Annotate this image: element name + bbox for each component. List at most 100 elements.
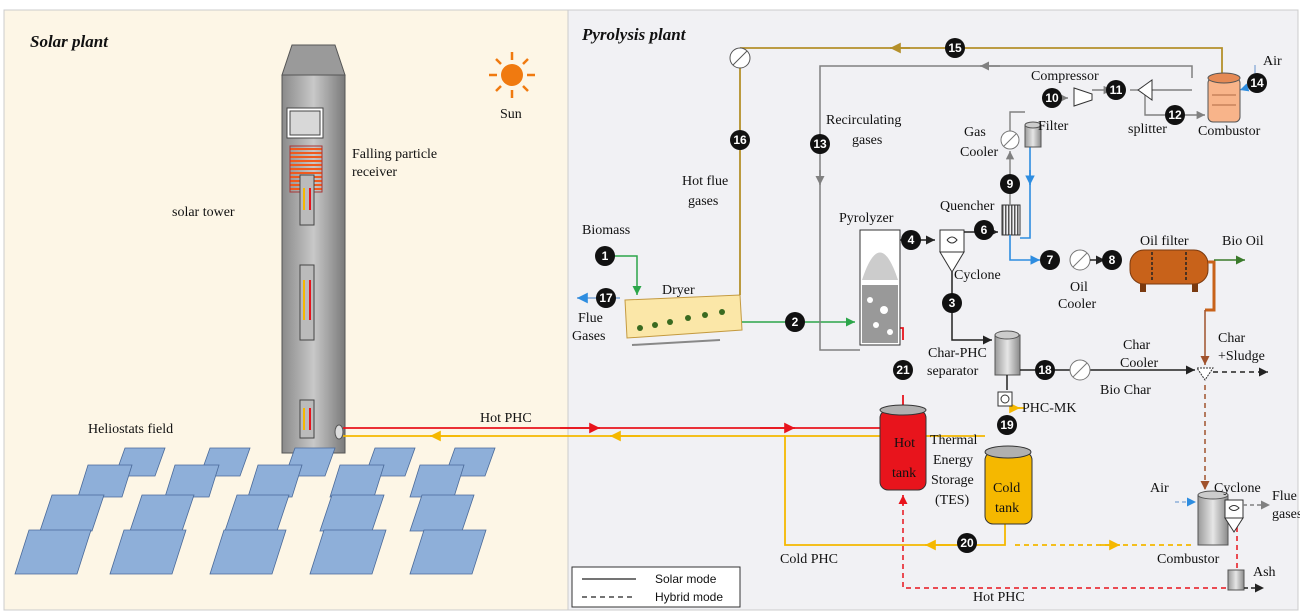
cold-tank-label-1: Cold [993, 481, 1020, 496]
stream-badge-11 [1106, 80, 1126, 100]
air-bottom-label: Air [1150, 481, 1169, 496]
stream-number-10: 10 [1045, 91, 1059, 105]
splitter-icon [1137, 79, 1153, 101]
stream-badge-8 [1102, 250, 1122, 270]
phc-mk-inner-icon [1000, 394, 1010, 404]
char-phc-separator [994, 330, 1021, 376]
stream-number-16: 16 [733, 133, 747, 147]
oil-filter-label: Oil filter [1140, 234, 1189, 249]
ash-label: Ash [1253, 565, 1276, 580]
recirculating-label-2: gases [852, 133, 882, 148]
cyclone-bottom [1224, 499, 1244, 533]
heliostats-field-label: Heliostats field [88, 422, 173, 437]
heliostat-3-0 [14, 529, 92, 575]
heliostat-3-3 [309, 529, 387, 575]
oil-cooler-label-1: Oil [1070, 280, 1088, 295]
falling-receiver-label-2: receiver [352, 165, 397, 180]
combustor-top-label: Combustor [1198, 124, 1261, 139]
heliostat-3-1 [109, 529, 187, 575]
pyrolyzer-label: Pyrolyzer [839, 211, 894, 226]
stream-number-4: 4 [908, 233, 915, 247]
heliostat-3-4 [409, 529, 487, 575]
stream-badge-4 [901, 230, 921, 250]
heliostat-1-1 [164, 464, 220, 498]
stream-badge-20 [957, 533, 977, 553]
cold-tank [984, 445, 1033, 525]
stream-number-6: 6 [981, 223, 988, 237]
char-mixer-icon [1196, 367, 1214, 381]
heliostat-3-2 [209, 529, 287, 575]
quencher [1001, 204, 1021, 236]
stream-number-8: 8 [1109, 253, 1116, 267]
heliostat-1-4 [409, 464, 465, 498]
oil-cooler-icon [1069, 249, 1091, 271]
hot-tank [879, 404, 927, 491]
heliostat-2-0 [39, 494, 105, 532]
cyclone-bottom-label: Cyclone [1214, 481, 1261, 496]
stream-badge-1 [595, 246, 615, 266]
stream-number-2: 2 [792, 315, 799, 329]
heliostat-1-3 [329, 464, 385, 498]
char-sludge-label-2: +Sludge [1218, 349, 1265, 364]
stream-number-17: 17 [599, 291, 613, 305]
stream-badge-6 [974, 220, 994, 240]
oil-line [1009, 125, 1040, 265]
filter-label: Filter [1038, 119, 1069, 134]
combustor-bottom-label: Combustor [1157, 552, 1220, 567]
pyrolyzer [859, 229, 901, 346]
flue-bottom-label-2: gases [1272, 507, 1300, 522]
char-cooler-label-1: Char [1123, 338, 1151, 353]
stream-badge-13 [810, 134, 830, 154]
solar-tower-label: solar tower [172, 205, 235, 220]
char-phc-label-2: separator [927, 364, 979, 379]
recirculating-gases-line [815, 61, 1193, 351]
oil-cooler-label-2: Cooler [1058, 297, 1096, 312]
dryer [624, 294, 743, 346]
tes-label-1: Thermal [930, 433, 978, 448]
cold-phc-line [343, 402, 1195, 551]
stream-badge-12 [1165, 105, 1185, 125]
stream-badge-10 [1042, 88, 1062, 108]
sun-label: Sun [500, 107, 522, 122]
gas-cooler-label-1: Gas [964, 125, 986, 140]
stream-badge-9 [1000, 174, 1020, 194]
cyclone [939, 229, 965, 273]
pyrolysis-plant-title: Pyrolysis plant [581, 25, 687, 44]
heliostat-1-2 [247, 464, 303, 498]
stream-badge-2 [785, 312, 805, 332]
hot-phc-top-label: Hot PHC [480, 411, 532, 426]
hot-flue-heat-exchanger-icon [729, 47, 751, 69]
recirculating-label-1: Recirculating [826, 113, 901, 128]
quencher-label: Quencher [940, 199, 995, 214]
solar-plant-title: Solar plant [30, 32, 109, 51]
sun-icon [489, 52, 535, 98]
stream-badge-7 [1040, 250, 1060, 270]
gas-cooler-icon [1000, 130, 1020, 150]
ash-vessel [1227, 569, 1245, 591]
solar-tower [281, 44, 346, 454]
stream-number-20: 20 [960, 536, 974, 550]
legend-hybrid-label: Hybrid mode [655, 590, 723, 604]
splitter-label: splitter [1128, 122, 1167, 137]
combustor-bottom [1197, 490, 1229, 546]
stream-badge-3 [942, 293, 962, 313]
compressor-icon [1073, 87, 1093, 107]
stream-number-19: 19 [1000, 418, 1014, 432]
cold-phc-label: Cold PHC [780, 552, 838, 567]
stream-number-9: 9 [1007, 177, 1014, 191]
air-top-label: Air [1263, 54, 1282, 69]
biomass-label: Biomass [582, 223, 630, 238]
char-phc-label-1: Char-PHC [928, 346, 987, 361]
gas-cooler-label-2: Cooler [960, 145, 998, 160]
stream-number-15: 15 [948, 41, 962, 55]
hot-tank-label-2: tank [892, 466, 916, 481]
oil-filter [1129, 249, 1216, 312]
hot-tank-label-1: Hot [894, 436, 915, 451]
legend-solar-label: Solar mode [655, 572, 717, 586]
tes-label-4: (TES) [935, 493, 970, 508]
hot-flue-gases-line [739, 42, 1223, 295]
hot-flue-label-2: gases [688, 194, 718, 209]
stream-badge-15 [945, 38, 965, 58]
stream-badge-17 [596, 288, 616, 308]
phc-mk-label: PHC-MK [1022, 401, 1076, 416]
